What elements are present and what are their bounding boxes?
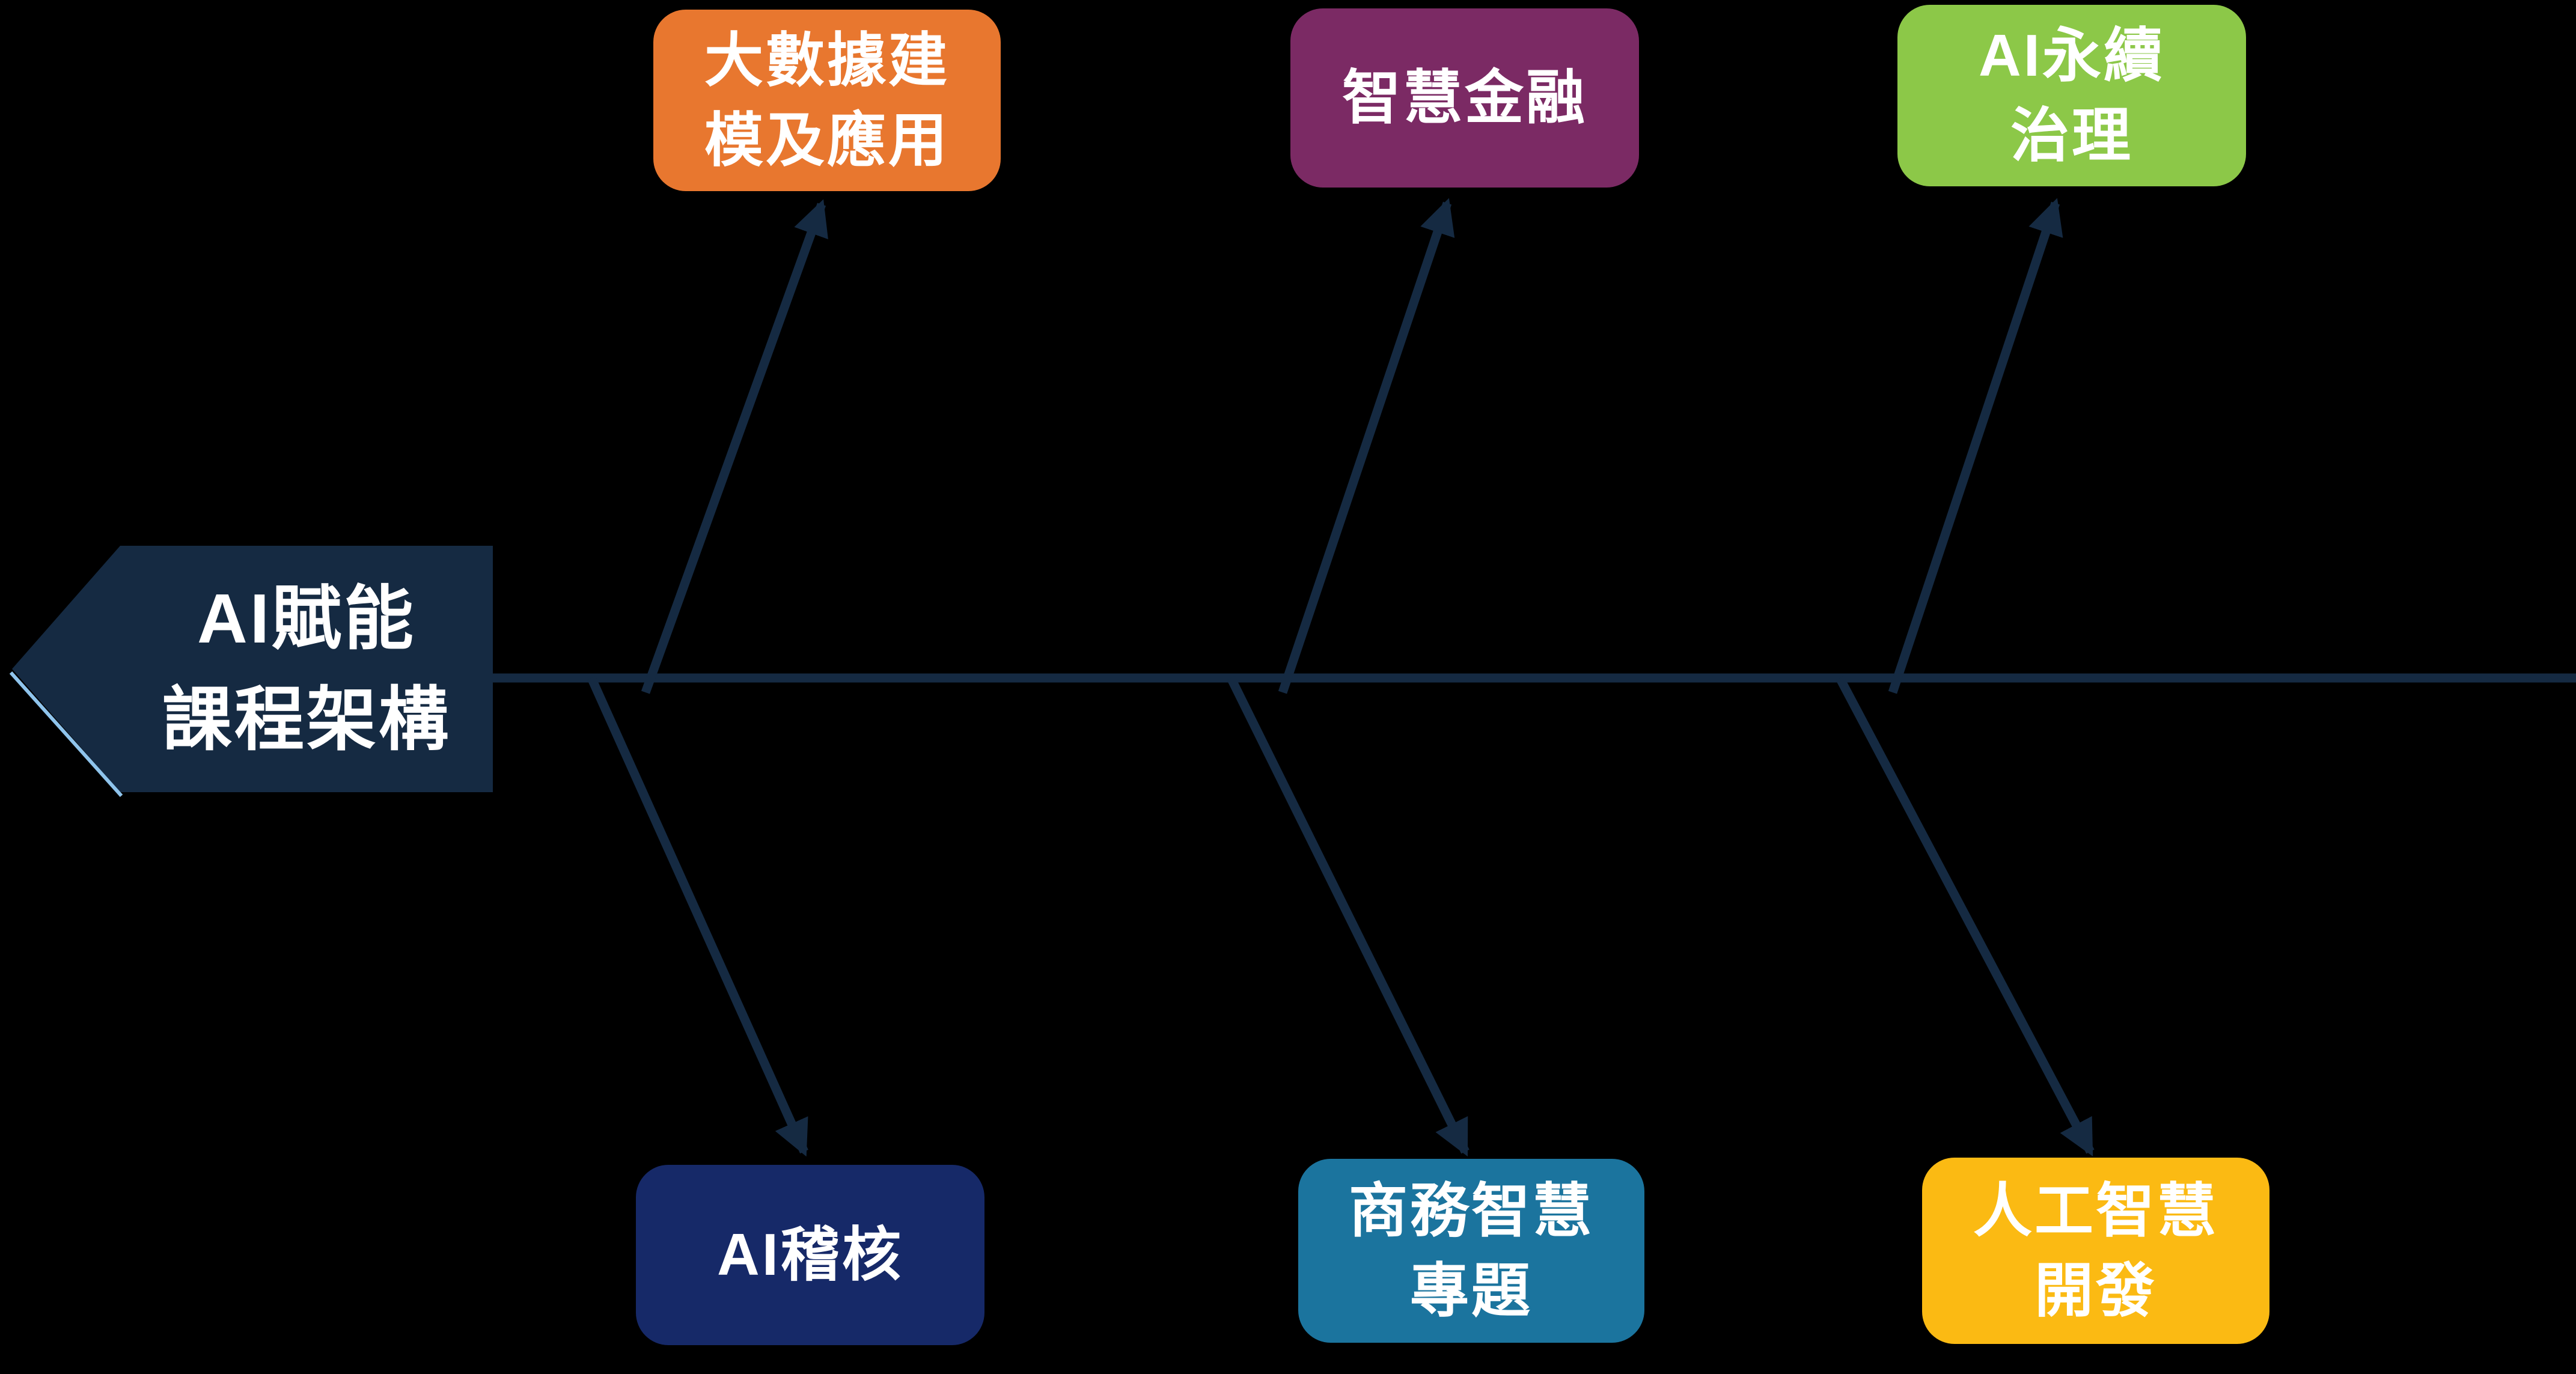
head-pentagon (12, 546, 493, 792)
rib-bottom-1 (587, 676, 808, 1157)
branch-box-label-line2: 模及應用 (704, 107, 950, 173)
head-label: AI賦能 課程架構 (114, 546, 499, 792)
branch-box-big-data-modeling: 大數據建 模及應用 (653, 10, 1001, 191)
branch-box-smart-finance: 智慧金融 (1290, 8, 1639, 188)
branch-box-label-line2: 治理 (2010, 102, 2133, 168)
branch-box-ai-audit: AI稽核 (636, 1165, 984, 1345)
branch-box-label-line1: 智慧金融 (1341, 64, 1587, 131)
branch-box-ai-development: 人工智慧 開發 (1922, 1158, 2269, 1344)
head-label-line2: 課程架構 (162, 680, 451, 759)
rib-top-3 (1888, 198, 2063, 694)
branch-box-ai-sustainability-governance: AI永續 治理 (1897, 5, 2246, 186)
branch-box-label-line2: 開發 (2034, 1257, 2157, 1324)
rib-bottom-2 (1227, 676, 1470, 1157)
head-edge-highlight (9, 671, 123, 798)
branch-box-label-line2: 專題 (1409, 1257, 1533, 1324)
rib-top-2 (1278, 198, 1455, 694)
branch-box-label-line1: 人工智慧 (1973, 1177, 2218, 1244)
branch-box-business-intelligence-project: 商務智慧 專題 (1298, 1159, 1644, 1343)
branch-box-label-line1: AI永續 (1978, 22, 2165, 88)
rib-bottom-3 (1836, 676, 2095, 1156)
branch-box-label-line1: AI稽核 (716, 1221, 903, 1288)
rib-top-1 (641, 199, 828, 694)
branch-box-label-line1: 大數據建 (704, 26, 950, 93)
branch-box-label-line1: 商務智慧 (1348, 1177, 1594, 1244)
head-label-line1: AI賦能 (197, 579, 416, 658)
